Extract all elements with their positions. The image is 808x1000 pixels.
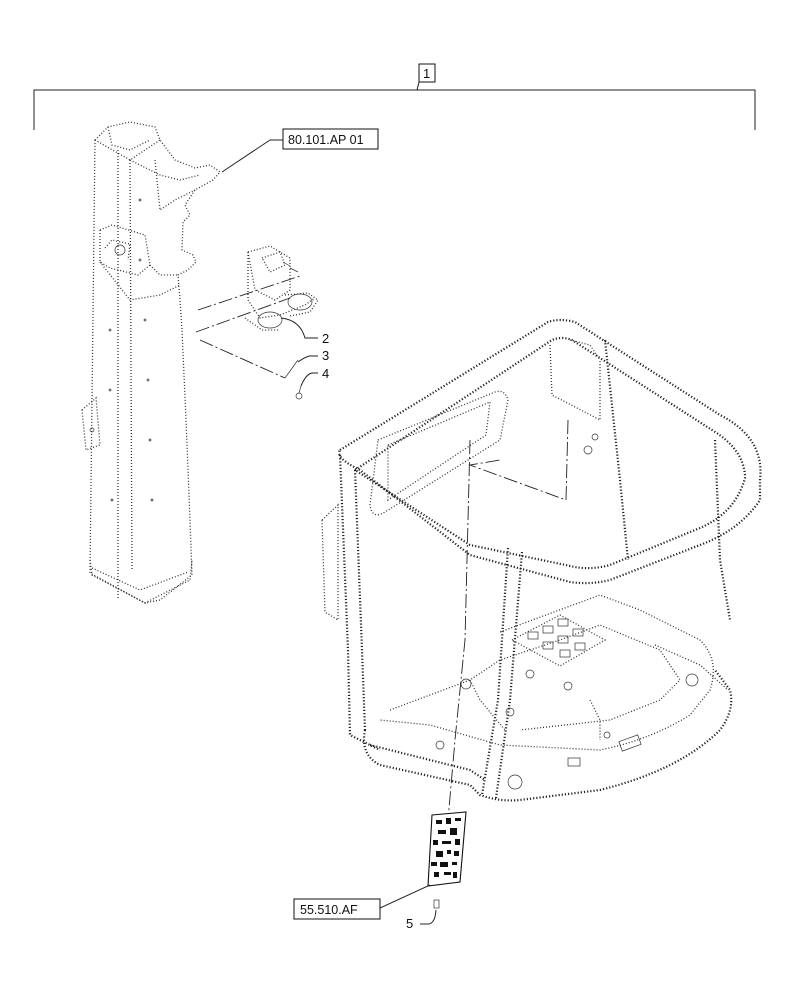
fastener-group: [284, 359, 303, 400]
callout-3: 3: [322, 348, 329, 363]
callout-5: 5: [406, 916, 413, 931]
actuator-assembly: [244, 245, 319, 331]
reference-module: 55.510.AF: [293, 884, 431, 920]
callout-box-1: [418, 63, 436, 83]
callout-4: 4: [322, 366, 329, 381]
reference-pillar-label: 80.101.AP 01: [288, 133, 364, 147]
reference-module-label: 55.510.AF: [300, 903, 358, 917]
callout-2: 2: [322, 331, 329, 346]
reference-box-pillar: [282, 128, 379, 150]
electronic-module: [427, 811, 467, 909]
assembly-bracket: 1: [33, 63, 756, 130]
cab-frame: [321, 318, 762, 802]
cab-pillar: [81, 121, 221, 604]
callout-1: 1: [423, 66, 430, 81]
reference-pillar: 80.101.AP 01: [221, 128, 379, 173]
reference-box-module: [293, 898, 381, 920]
